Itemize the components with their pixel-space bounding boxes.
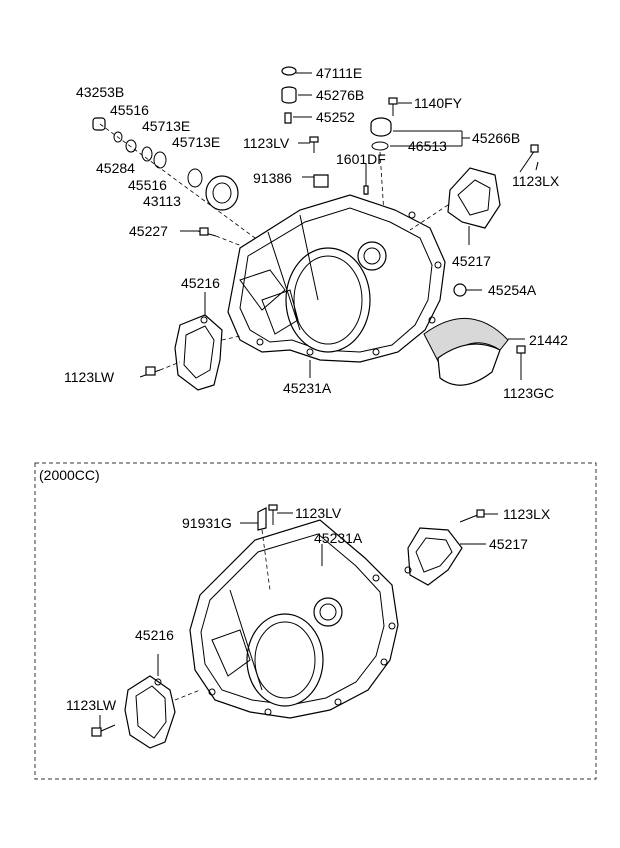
bracket-91386 xyxy=(313,174,329,188)
label-45276b: 45276B xyxy=(316,87,364,103)
pin-45252 xyxy=(284,112,292,124)
ring-45713e-a xyxy=(153,151,167,169)
label-91386: 91386 xyxy=(253,170,292,186)
ring-45516-a xyxy=(113,131,123,143)
bolt-1123lv-upper xyxy=(309,136,319,153)
bolt-1140fy xyxy=(388,97,398,116)
bolt-1123lv-lower xyxy=(268,504,278,525)
cap-45276b xyxy=(281,86,297,104)
label-45216-upper: 45216 xyxy=(181,275,220,291)
label-43113: 43113 xyxy=(143,193,181,209)
section-title-2000cc: (2000CC) xyxy=(39,467,100,483)
label-45713e-a: 45713E xyxy=(142,118,190,134)
bracket-45216-lower xyxy=(124,675,176,749)
bracket-45216-upper xyxy=(174,314,223,391)
label-1140fy: 1140FY xyxy=(414,95,463,111)
label-45284: 45284 xyxy=(96,160,135,176)
label-21442: 21442 xyxy=(529,332,568,348)
housing-45231a-lower xyxy=(189,519,399,719)
seal-43113 xyxy=(205,175,239,211)
bolt-45227 xyxy=(197,227,217,237)
plug-47111e xyxy=(281,66,297,76)
label-47111e: 47111E xyxy=(316,65,362,81)
seal-43253b xyxy=(92,117,106,131)
label-46513: 46513 xyxy=(408,138,447,154)
label-43253b: 43253B xyxy=(76,84,124,100)
upper-assembly: 47111E 45276B 1140FY 45252 45266B 46513 … xyxy=(64,65,568,401)
bracket-91931g xyxy=(257,507,267,531)
label-1123lx-upper: 1123LX xyxy=(512,173,560,189)
label-45227: 45227 xyxy=(129,223,168,239)
label-1123lv-upper: 1123LV xyxy=(243,135,290,151)
ring-45284 xyxy=(125,139,137,153)
label-91931g: 91931G xyxy=(182,515,232,531)
bolt-1123lw-lower xyxy=(91,724,116,737)
bolt-1123lw-upper xyxy=(139,366,161,378)
o-ring-46513 xyxy=(371,141,389,151)
bracket-45217-upper xyxy=(447,167,501,229)
label-45516-b: 45516 xyxy=(128,177,167,193)
lower-assembly-2000cc: (2000CC) xyxy=(34,462,597,780)
label-45266b: 45266B xyxy=(472,130,520,146)
ring-45713e-b xyxy=(187,168,203,188)
bracket-45217-lower xyxy=(404,527,463,586)
ring-45516-b xyxy=(141,146,153,162)
label-45254a: 45254A xyxy=(488,282,537,298)
label-1123lv-lower: 1123LV xyxy=(295,505,342,521)
label-45516-a: 45516 xyxy=(110,102,149,118)
label-45217-lower: 45217 xyxy=(489,536,528,552)
label-1123lx-lower: 1123LX xyxy=(503,506,551,522)
label-45216-lower: 45216 xyxy=(135,627,174,643)
label-1601df: 1601DF xyxy=(336,151,386,167)
bolt-1123gc xyxy=(516,345,526,370)
bolt-1123lx-lower xyxy=(459,509,485,523)
label-45252: 45252 xyxy=(316,109,355,125)
label-1123lw-lower: 1123LW xyxy=(66,697,117,713)
plug-45254a xyxy=(453,283,467,297)
label-1123gc: 1123GC xyxy=(503,385,554,401)
section-box-2000cc xyxy=(34,462,597,780)
bolt-1123lx-upper xyxy=(519,144,539,173)
label-45713e-b: 45713E xyxy=(172,134,220,150)
label-45231a-lower: 45231A xyxy=(314,530,363,546)
label-45217-upper: 45217 xyxy=(452,253,491,269)
label-45231a-upper: 45231A xyxy=(283,380,332,396)
housing-45231a-upper xyxy=(227,194,446,363)
breather-45266b xyxy=(370,117,392,137)
label-1123lw-upper: 1123LW xyxy=(64,369,115,385)
